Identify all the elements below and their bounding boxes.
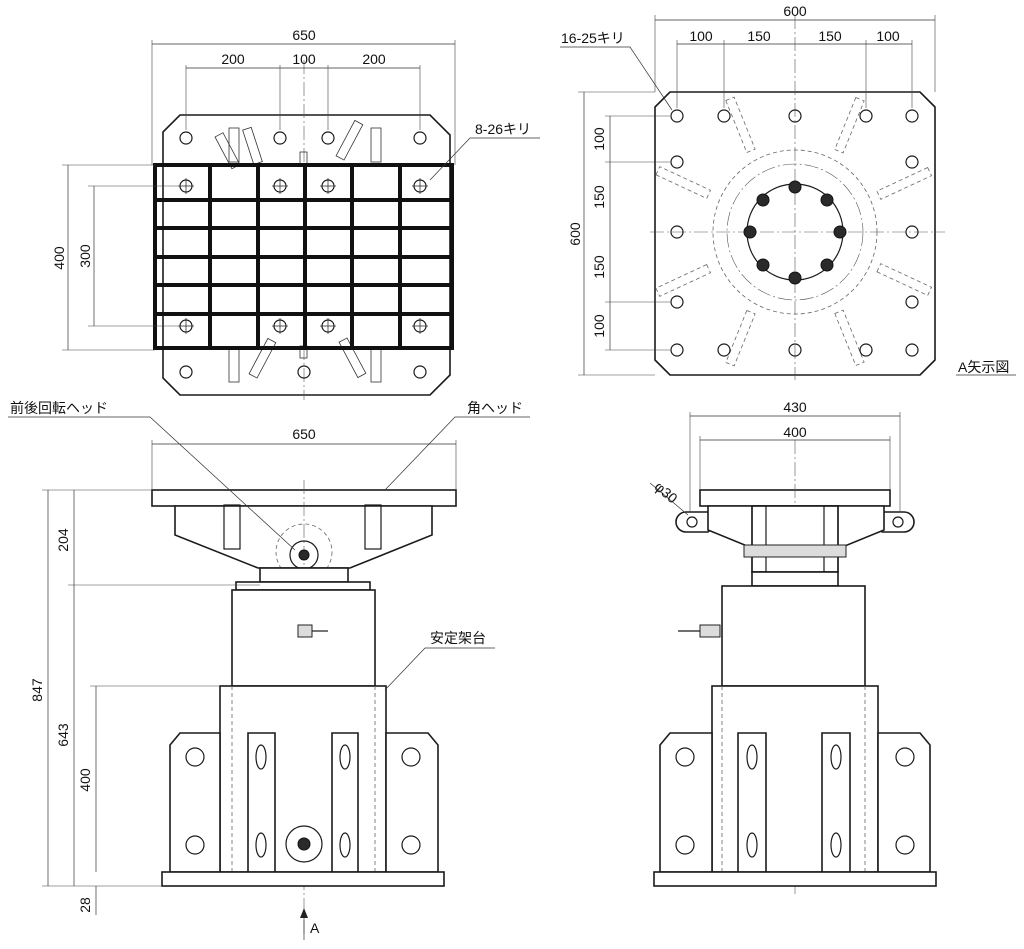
dim-side-430: 430 [783, 399, 807, 415]
dim-front-643: 643 [55, 723, 71, 747]
dim-front-847: 847 [29, 678, 45, 702]
dim-front-650: 650 [292, 426, 316, 442]
dim-200-right: 200 [362, 51, 386, 67]
hole-callout-8-26: 8-26キリ [475, 121, 531, 137]
arrow-view-plan: 600 100 150 150 100 600 100 150 150 100 … [560, 3, 1016, 380]
dim-plan-150-b: 150 [818, 28, 842, 44]
dim-plan-v150-a: 150 [591, 185, 607, 209]
arrow-view-label: A矢示図 [958, 359, 1009, 375]
dim-side-400: 400 [783, 424, 807, 440]
dim-600-height: 600 [567, 222, 583, 246]
dim-front-204: 204 [55, 528, 71, 552]
dim-plan-150-a: 150 [747, 28, 771, 44]
side-view: 430 400 φ30 [649, 399, 937, 895]
dim-200-left: 200 [221, 51, 245, 67]
dim-front-28: 28 [77, 897, 93, 913]
dim-400-vertical: 400 [51, 246, 67, 270]
top-view-square-head: 650 200 100 200 400 300 8-26キリ [51, 27, 540, 400]
dim-plan-100-b: 100 [876, 28, 900, 44]
arrow-a-label: A [310, 920, 320, 936]
dim-plan-v100-a: 100 [591, 127, 607, 151]
dim-plan-v100-b: 100 [591, 314, 607, 338]
stabilizer-label: 安定架台 [430, 630, 486, 646]
front-view: 650 204 847 643 400 28 前後回転ヘッド 角ヘッド 安定架台… [8, 400, 530, 940]
dim-600-width: 600 [783, 3, 807, 19]
phi30-label: φ30 [652, 478, 681, 506]
dim-100-center: 100 [292, 51, 316, 67]
dim-front-400: 400 [77, 768, 93, 792]
front-rotating-head-label: 前後回転ヘッド [10, 400, 108, 416]
dim-650-top: 650 [292, 27, 316, 43]
dim-300-vertical: 300 [77, 244, 93, 268]
square-head-label: 角ヘッド [467, 400, 523, 416]
dim-plan-v150-b: 150 [591, 255, 607, 279]
dim-plan-100-a: 100 [689, 28, 713, 44]
hole-callout-16-25: 16-25キリ [561, 30, 625, 46]
